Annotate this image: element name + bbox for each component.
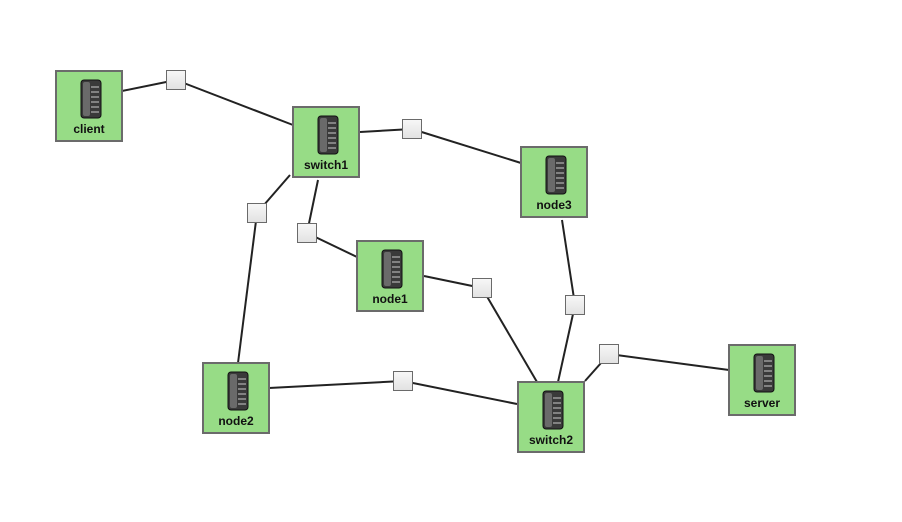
server-rack-icon [542,390,564,430]
link-switch1-node2-b [237,212,258,364]
node-server[interactable]: server [728,344,796,416]
link-node2-switch2-b [402,380,518,405]
node-label: server [743,396,781,410]
interface-switch1-node3[interactable] [402,119,422,139]
interface-node1-switch2[interactable] [472,278,492,298]
interface-client-switch1[interactable] [166,70,186,90]
node-label: switch2 [528,433,573,447]
node-label: client [73,122,105,136]
interface-switch1-node1[interactable] [297,223,317,243]
interface-switch1-node2[interactable] [247,203,267,223]
interface-node2-switch2[interactable] [393,371,413,391]
node-node1[interactable]: node1 [356,240,424,312]
node-label: node1 [372,292,408,306]
server-rack-icon [227,371,249,411]
interface-switch2-server[interactable] [599,344,619,364]
node-switch2[interactable]: switch2 [517,381,585,453]
server-rack-icon [381,249,403,289]
server-rack-icon [317,115,339,155]
node-label: node2 [218,414,254,428]
link-switch1-node3-b [411,128,522,164]
server-rack-icon [545,155,567,195]
link-node3-switch2-b [557,304,576,383]
server-rack-icon [753,353,775,393]
node-node2[interactable]: node2 [202,362,270,434]
server-rack-icon [80,79,102,119]
node-switch1[interactable]: switch1 [292,106,360,178]
link-node2-switch2 [268,380,404,389]
link-node1-switch2-b [481,287,538,383]
node-label: switch1 [303,158,348,172]
node-client[interactable]: client [55,70,123,142]
link-node3-switch2 [561,219,576,306]
interface-node3-switch2[interactable] [565,295,585,315]
node-label: node3 [536,198,572,212]
link-switch2-server-b [608,353,730,371]
node-node3[interactable]: node3 [520,146,588,218]
link-client-switch1-b [175,79,294,126]
